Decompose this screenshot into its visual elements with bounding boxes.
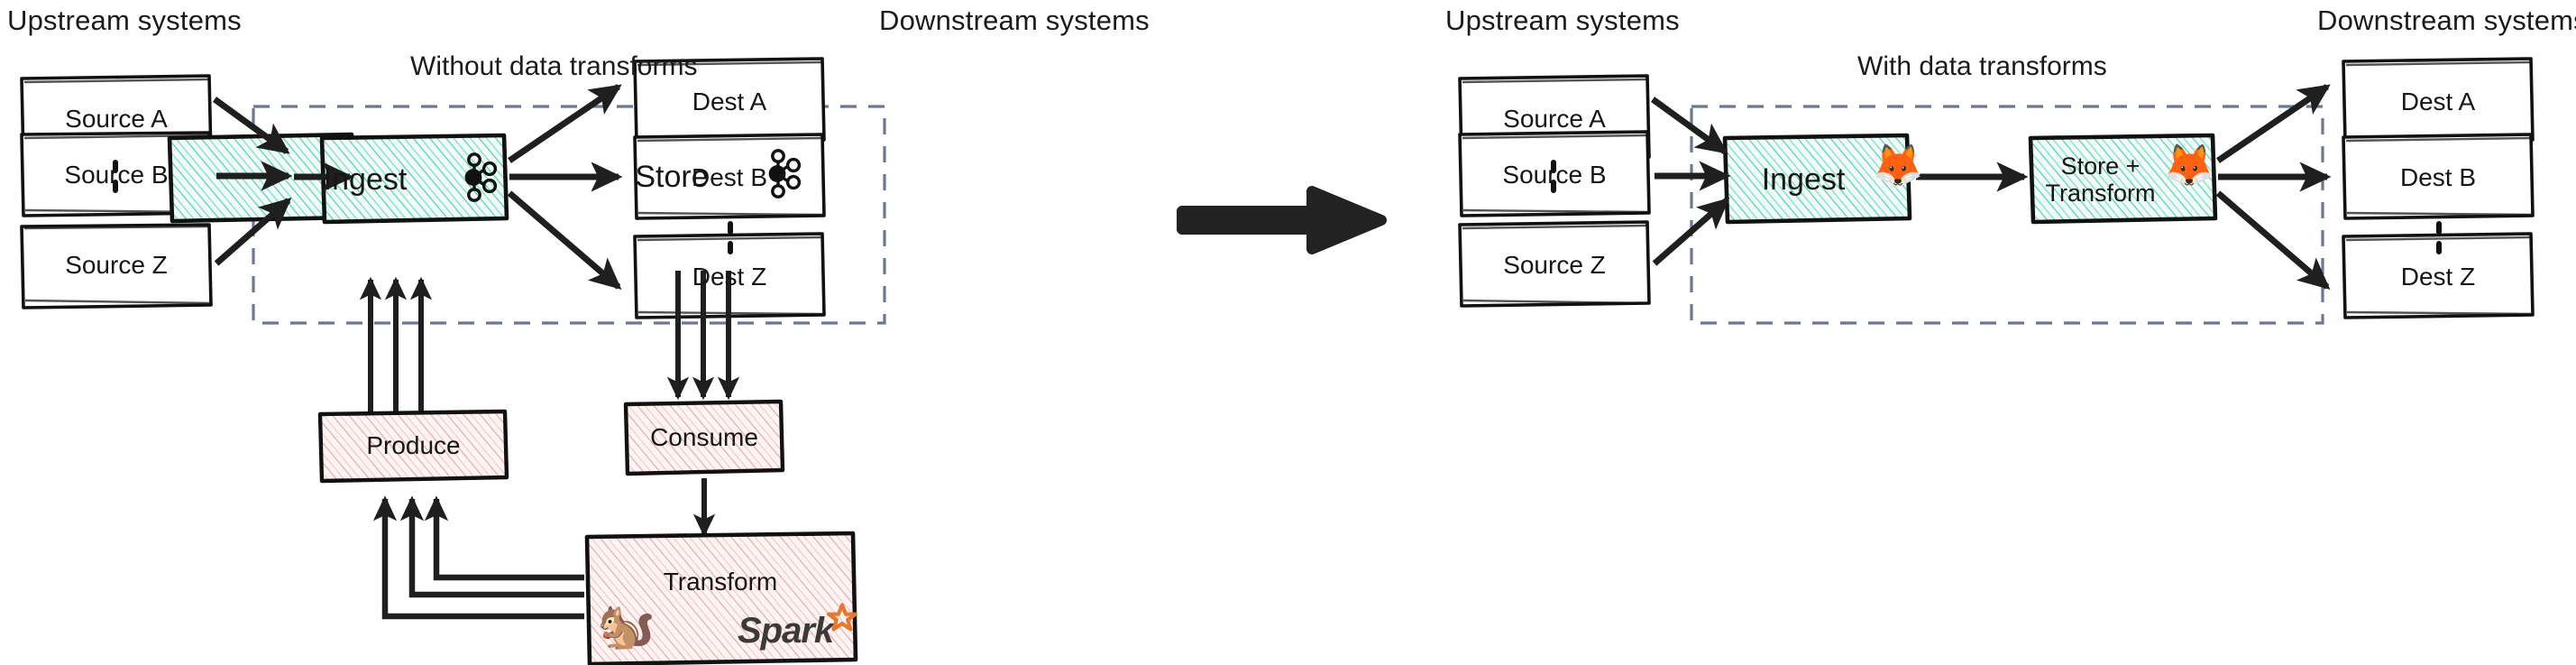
redpanda-icon: 🦊 <box>1872 142 1924 189</box>
kafka-icon <box>768 149 802 199</box>
produce-box[interactable] <box>317 409 509 484</box>
arrow-source-a-to-ingest <box>1650 97 1728 154</box>
dest-a-box[interactable] <box>2342 57 2535 144</box>
upstream-heading: Upstream systems <box>1445 5 1680 36</box>
pipeline-boundary-dashed <box>1690 105 2324 325</box>
ingest-box[interactable] <box>1722 133 1912 225</box>
consume-box[interactable] <box>623 399 785 476</box>
pipeline-boundary-dashed <box>252 105 886 325</box>
right-panel-group <box>1458 57 2535 325</box>
arrow-source-z-to-ingest <box>1652 198 1730 266</box>
flink-icon: 🐿️ <box>597 600 655 652</box>
downstream-heading: Downstream systems <box>2317 5 2576 36</box>
spark-wordmark: Spark <box>738 611 834 651</box>
arrow-source-a-to-ingest <box>212 97 290 154</box>
arrow-store-to-dest-z <box>507 190 622 290</box>
source-z-box[interactable] <box>20 223 213 309</box>
arrow-store-to-dest-a <box>508 84 622 163</box>
left-panel-title: Without data transforms <box>410 51 698 81</box>
arrow-store-to-dest-z <box>2215 190 2331 290</box>
arrow-source-z-to-ingest <box>214 198 292 266</box>
dest-a-box[interactable] <box>633 57 826 144</box>
dest-z-box[interactable] <box>2342 232 2535 319</box>
transform-to-produce-feedback-arrows <box>372 495 584 620</box>
source-z-box[interactable] <box>1458 220 1651 308</box>
left-panel-group <box>20 57 886 665</box>
transform-box[interactable] <box>584 531 858 665</box>
right-panel-title: With data transforms <box>1857 51 2107 81</box>
produce-to-ingest-arrows <box>359 276 433 411</box>
upstream-heading: Upstream systems <box>7 5 242 36</box>
store-box[interactable] <box>319 133 509 225</box>
downstream-heading: Downstream systems <box>879 5 1150 36</box>
store-to-consume-arrows <box>666 271 740 401</box>
spark-icon: Spark <box>738 603 859 651</box>
source-b-box[interactable] <box>1458 130 1651 217</box>
redpanda-icon: 🦊 <box>2163 142 2215 189</box>
store-transform-box[interactable] <box>2028 133 2218 225</box>
arrow-store-to-dest-a <box>2216 84 2331 163</box>
big-right-arrow-icon <box>1177 186 1387 254</box>
dest-b-box[interactable] <box>2342 133 2535 220</box>
kafka-icon <box>464 152 498 202</box>
